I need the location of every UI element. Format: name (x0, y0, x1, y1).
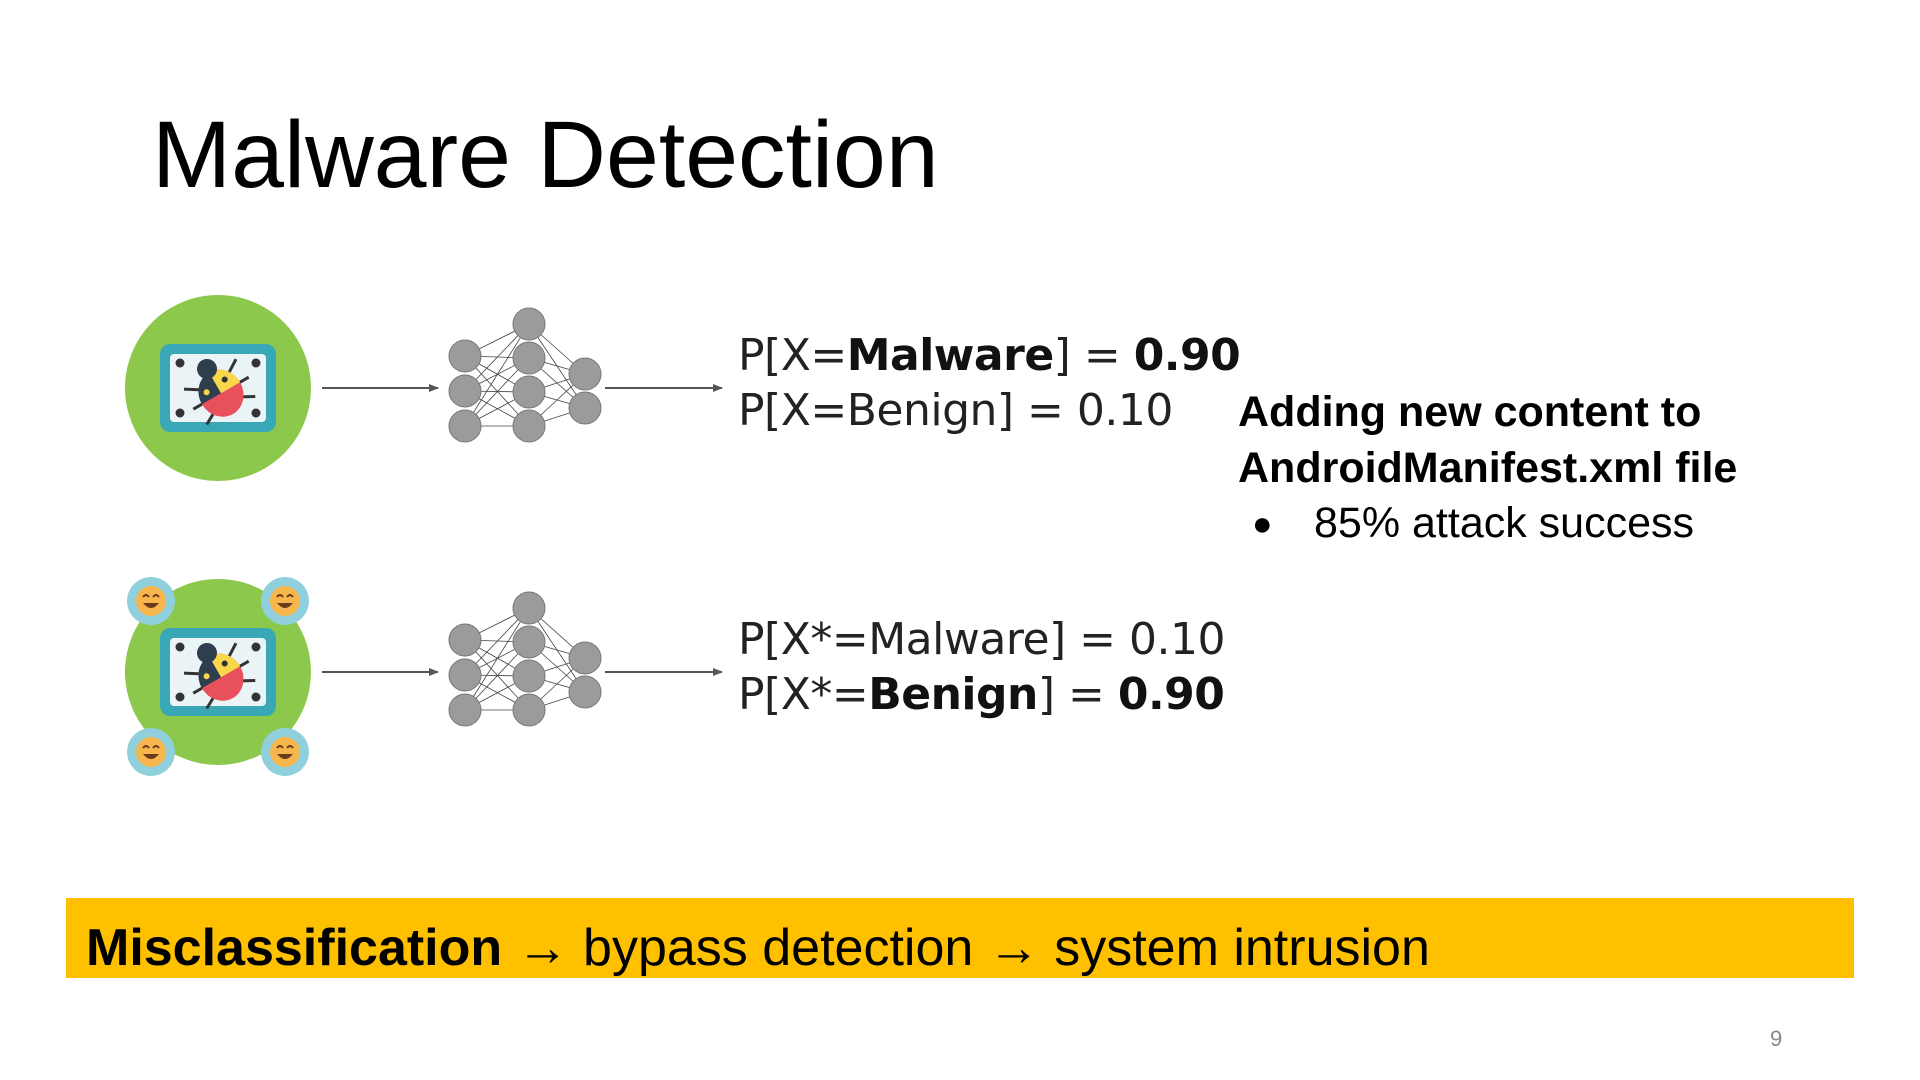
bullet-dot: ● (1252, 505, 1273, 543)
slide-title: Malware Detection (152, 102, 939, 208)
banner-rest-text: → bypass detection → system intrusion (502, 919, 1430, 977)
prob-output-adversarial: P[X*=Malware] = 0.10 P[X*=Benign] = 0.90 (738, 612, 1225, 722)
side-note-heading-line2: AndroidManifest.xml file (1238, 444, 1738, 492)
laughing-emoji-icon (260, 727, 310, 777)
bullet-text: 85% attack success (1314, 499, 1695, 547)
laughing-emoji-icon (126, 576, 176, 626)
prob-output-original: P[X=Malware] = 0.90 P[X=Benign] = 0.10 (738, 328, 1241, 438)
laughing-emoji-icon (126, 727, 176, 777)
prob-line: P[X=Malware] = 0.90 (738, 330, 1241, 381)
page-number: 9 (1770, 1026, 1783, 1051)
laughing-emoji-icon (260, 576, 310, 626)
summary-banner: Misclassification → bypass detection → s… (66, 898, 1854, 978)
prob-line: P[X*=Benign] = 0.90 (738, 669, 1225, 720)
prob-line: P[X=Benign] = 0.10 (738, 385, 1173, 436)
side-note-heading-line1: Adding new content to (1238, 388, 1702, 436)
side-note-bullets: ● 85% attack success (1238, 496, 1737, 551)
malware-sample-icon (125, 295, 311, 481)
bullet-item: ● 85% attack success (1238, 496, 1737, 551)
adversarial-malware-sample-icon (125, 576, 311, 777)
side-note: Adding new content to AndroidManifest.xm… (1238, 384, 1737, 551)
prob-line: P[X*=Malware] = 0.10 (738, 614, 1225, 665)
banner-bold-text: Misclassification (86, 919, 503, 977)
neural-network-icon (448, 591, 602, 727)
neural-network-icon (448, 307, 602, 443)
